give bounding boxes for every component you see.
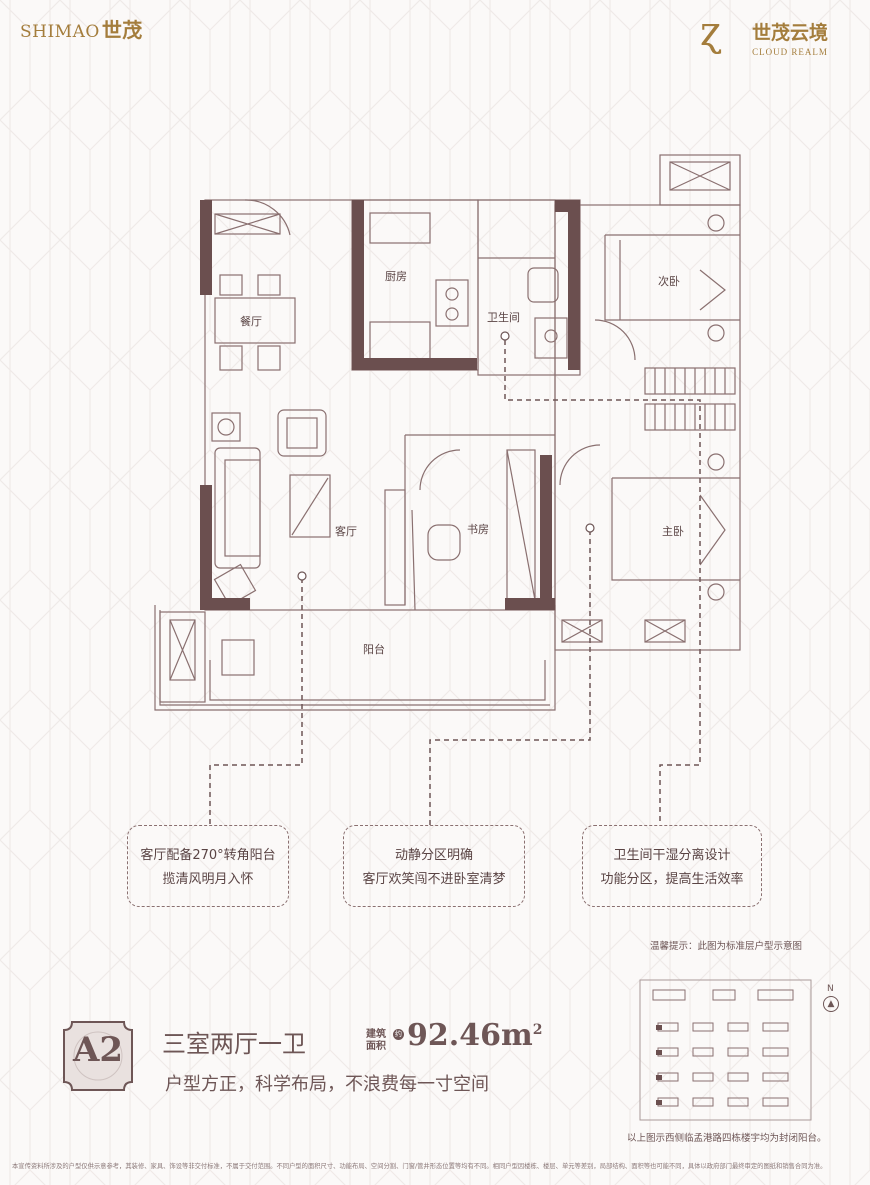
room-label-bathroom: 卫生间 [487,311,520,324]
room-label-living: 客厅 [335,525,357,538]
callout-balcony: 客厅配备270°转角阳台揽清风明月入怀 [127,825,289,907]
tip-note: 温馨提示：此图为标准层户型示意图 [650,941,803,952]
room-label-dining: 餐厅 [240,315,262,328]
unit-code: A2 [72,1030,124,1070]
bedroom-wing [554,204,741,651]
unit-slogan: 户型方正，科学布局，不浪费每一寸空间 [165,1074,489,1095]
cloud-realm-logo: 世茂云境 CLOUD REALM [752,22,829,57]
living-balcony [154,605,556,711]
area-label: 建筑面积 [366,1029,386,1052]
cloud-realm-emblem-icon: ɀ [700,9,722,55]
room-label-kitchen: 厨房 [385,270,407,283]
unit-badge [63,1021,133,1091]
room-label-second-bedroom: 次卧 [658,275,680,288]
north-label: N [827,984,834,994]
site-map [639,979,812,1121]
unit-layout: 三室两厅一卫 [162,1030,306,1058]
main-outline [204,199,556,611]
site-note: 以上图示西侧临孟港路四栋楼宇均为封闭阳台。 [627,1133,827,1144]
disclaimer: 本宣传资料所涉及的户型仅供示意参考，其装修、家具、饰设等非交付标准，不属于交付范… [12,1163,827,1170]
room-label-study: 书房 [467,523,489,536]
bedroom-balcony [659,154,741,206]
room-label-master-bedroom: 主卧 [662,525,684,538]
callout-zoning: 动静分区明确客厅欢笑闯不进卧室清梦 [343,825,525,907]
unit-area: 92.46m2 [407,1018,543,1053]
north-arrow-icon: ▲ [823,996,839,1012]
room-label-balcony: 阳台 [363,643,385,656]
approx-badge: 约 [393,1029,404,1040]
callout-bathroom: 卫生间干湿分离设计功能分区，提高生活效率 [582,825,762,907]
